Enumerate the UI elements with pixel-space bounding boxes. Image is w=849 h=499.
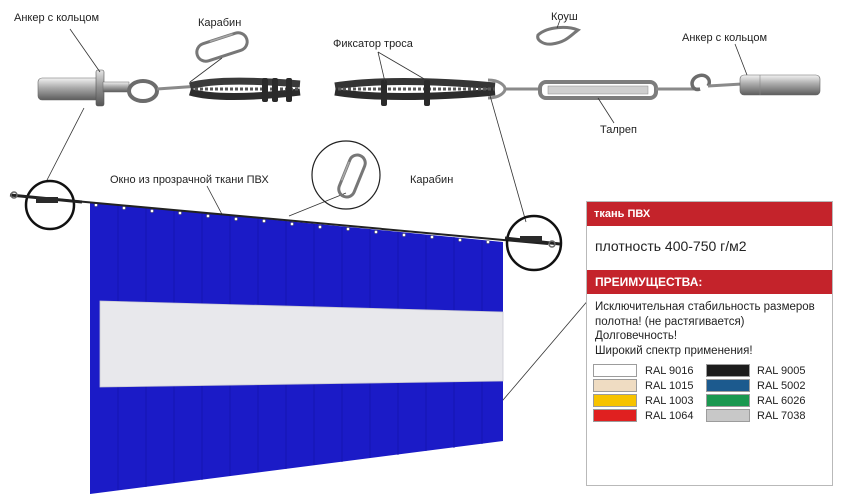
anchor-bolt-right xyxy=(739,74,821,96)
anchor-bolt-left xyxy=(37,77,101,101)
swatch-label: RAL 9016 xyxy=(645,365,694,377)
thimble-icon xyxy=(536,25,582,46)
swatch-right-2 xyxy=(706,394,750,407)
advantage-item: Долговечность! xyxy=(595,330,678,342)
label-anchor-right: Анкер с кольцом xyxy=(682,32,768,44)
swatch-right-0 xyxy=(706,364,750,377)
swatch-label: RAL 1015 xyxy=(645,380,694,392)
carabiner-icon xyxy=(195,31,249,63)
label-window: Окно из прозрачной ткани ПВХ xyxy=(110,174,269,186)
turnbuckle xyxy=(538,80,658,100)
advantages-title: ПРЕИМУЩЕСТВА: xyxy=(587,270,832,294)
rigging-left xyxy=(37,69,301,107)
detail-circle-right xyxy=(504,214,563,272)
advantage-item: Широкий спектр применения! xyxy=(595,344,753,357)
swatch-label: RAL 6026 xyxy=(757,395,806,407)
swatch-right-3 xyxy=(706,409,750,422)
label-carabiner-mid: Карабин xyxy=(410,174,454,186)
anchor-hook-right xyxy=(690,73,711,92)
swatch-right-1 xyxy=(706,379,750,392)
rope-clamps-left xyxy=(262,78,292,102)
label-carabiner-top: Карабин xyxy=(198,17,242,29)
swatch-left-3 xyxy=(593,409,637,422)
detail-circle-carabiner xyxy=(311,140,381,210)
swatch-left-0 xyxy=(593,364,637,377)
swatch-label: RAL 1064 xyxy=(645,410,694,422)
advantage-item: Исключительная стабильность размеров xyxy=(595,301,815,313)
fabric-density: плотность 400-750 г/м2 xyxy=(595,238,747,254)
label-anchor-left: Анкер с кольцом xyxy=(14,12,100,24)
rigging-right xyxy=(334,73,821,106)
anchor-ring-left xyxy=(127,79,159,103)
rope-clamp-1 xyxy=(381,80,430,106)
swatch-label: RAL 7038 xyxy=(757,410,806,422)
swatch-left-2 xyxy=(593,394,637,407)
swatch-left-1 xyxy=(593,379,637,392)
tension-cable xyxy=(19,195,549,245)
carabiner-detail-icon xyxy=(337,153,367,199)
fabric-title: ткань ПВХ xyxy=(587,202,832,226)
clear-pvc-window xyxy=(99,300,504,388)
advantage-item: полотна! (не растягивается) xyxy=(595,315,745,328)
rope-coil-left xyxy=(188,77,301,100)
swatch-label: RAL 1003 xyxy=(645,395,694,407)
detail-circle-left xyxy=(9,179,83,231)
curtain xyxy=(90,202,504,494)
label-thimble: Коуш xyxy=(551,11,578,23)
fabric-info-panel: ткань ПВХ плотность 400-750 г/м2 ПРЕИМУЩ… xyxy=(586,201,833,486)
advantages-list: Исключительная стабильность размеров пол… xyxy=(595,300,815,358)
swatch-label: RAL 9005 xyxy=(757,365,806,377)
label-rope-clamp: Фиксатор троса xyxy=(333,38,413,50)
label-turnbuckle: Талреп xyxy=(600,124,637,136)
swatch-label: RAL 5002 xyxy=(757,380,806,392)
